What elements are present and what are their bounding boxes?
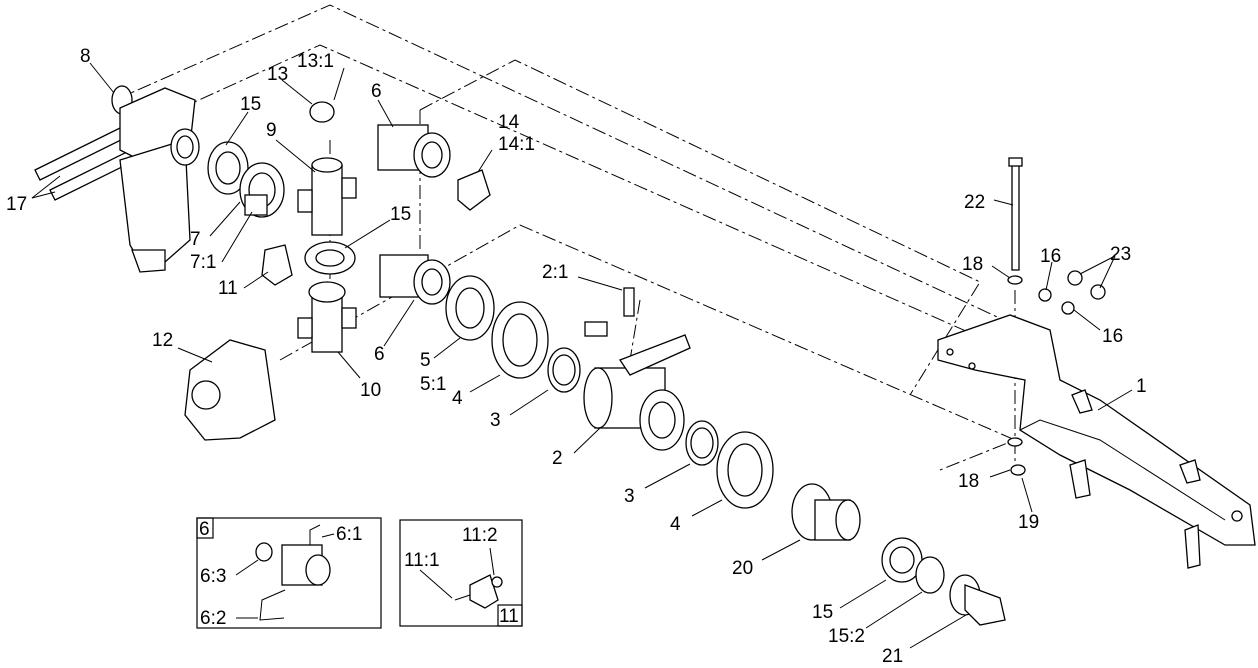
callout-6-bottom: 6 <box>374 344 385 365</box>
callout-11: 11 <box>218 278 238 299</box>
callout-20: 20 <box>732 558 753 579</box>
valve-bodies <box>297 101 357 353</box>
callout-23: 23 <box>1110 244 1131 265</box>
callout-22: 22 <box>964 192 985 213</box>
callout-18-bottom: 18 <box>958 471 979 492</box>
mounting-bracket <box>937 314 1256 569</box>
callout-2-1: 2:1 <box>542 262 568 283</box>
callout-leaders <box>31 62 1133 649</box>
callout-19: 19 <box>1018 512 1039 533</box>
main-valve-group <box>445 275 691 451</box>
callout-4-top: 4 <box>452 388 463 409</box>
callout-15-bottom: 15 <box>812 602 833 623</box>
callout-18-top: 18 <box>962 254 983 275</box>
elbow-fittings <box>377 124 491 305</box>
callout-14: 14 <box>498 112 520 133</box>
label-11-1: 11:1 <box>404 550 440 571</box>
callout-13: 13 <box>267 64 288 85</box>
callout-4-bottom: 4 <box>670 514 681 535</box>
callout-15-2: 15:2 <box>828 626 865 647</box>
callout-15-top: 15 <box>240 94 261 115</box>
callout-5: 5 <box>420 350 431 371</box>
coupling-parts-left <box>207 141 356 286</box>
detail-11-tag: 11 <box>499 606 519 627</box>
detail-box-6: 6 6:1 6:3 6:2 <box>196 517 382 629</box>
label-11-2: 11:2 <box>462 525 498 546</box>
detail-box-11: 11 11:1 11:2 <box>399 519 523 627</box>
control-unit <box>184 339 276 441</box>
callout-12: 12 <box>152 330 173 351</box>
callout-16-bottom: 16 <box>1102 326 1123 347</box>
callout-6-top: 6 <box>371 81 382 102</box>
callout-labels: 8 17 13 13:1 15 9 6 14 14:1 15 7 7:1 11 … <box>6 46 1147 667</box>
callout-21: 21 <box>882 646 903 667</box>
callout-10: 10 <box>360 380 381 401</box>
callout-5-1: 5:1 <box>420 374 446 395</box>
washers <box>1007 270 1106 476</box>
callout-3-top: 3 <box>490 410 501 431</box>
callout-17: 17 <box>6 194 27 215</box>
label-6-3: 6:3 <box>200 566 226 587</box>
callout-16-top: 16 <box>1040 246 1061 267</box>
callout-3-bottom: 3 <box>624 486 635 507</box>
long-bolt <box>1008 157 1023 271</box>
callout-7: 7 <box>190 229 201 250</box>
callout-13-1: 13:1 <box>297 51 334 72</box>
callout-15-mid: 15 <box>390 204 411 225</box>
callout-1: 1 <box>1136 376 1147 397</box>
callout-9: 9 <box>266 120 277 141</box>
callout-14-1: 14:1 <box>498 134 535 155</box>
label-6-1: 6:1 <box>336 524 362 545</box>
callout-8: 8 <box>80 46 91 67</box>
filter-assembly <box>34 85 200 273</box>
detail-6-tag: 6 <box>199 519 210 540</box>
label-6-2: 6:2 <box>200 608 226 629</box>
outlet-group <box>685 420 1006 626</box>
callout-7-1: 7:1 <box>190 252 216 273</box>
callout-2: 2 <box>552 448 563 469</box>
